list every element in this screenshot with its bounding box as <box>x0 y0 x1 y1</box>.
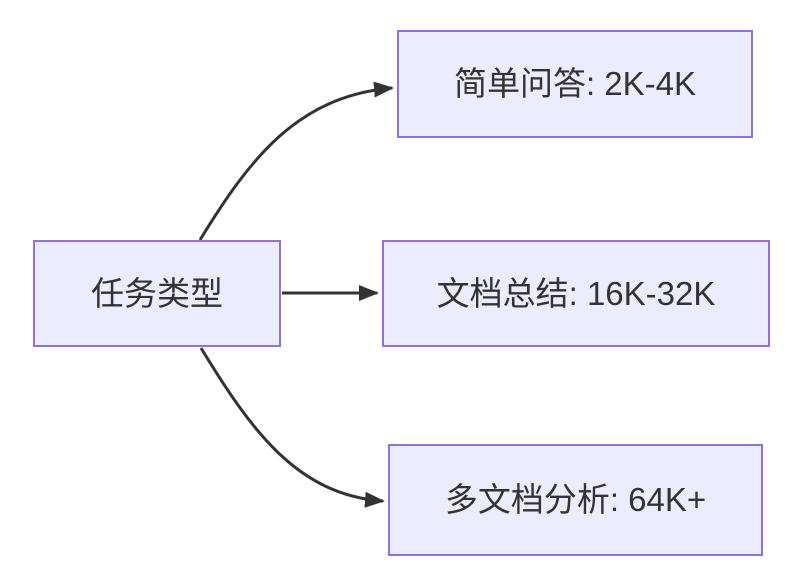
node-simple-qa-label: 简单问答: 2K-4K <box>453 65 697 103</box>
node-simple-qa: 简单问答: 2K-4K <box>397 30 753 138</box>
node-task-type-label: 任务类型 <box>91 274 223 312</box>
edge-root-to-simple-qa-arrow <box>198 81 394 241</box>
node-doc-summary: 文档总结: 16K-32K <box>382 240 770 347</box>
edge-root-to-multi-doc-arrow <box>199 347 385 508</box>
node-multi-doc-label: 多文档分析: 64K+ <box>444 481 707 519</box>
node-doc-summary-label: 文档总结: 16K-32K <box>436 274 716 312</box>
node-task-type: 任务类型 <box>33 240 281 347</box>
node-multi-doc: 多文档分析: 64K+ <box>388 444 763 556</box>
